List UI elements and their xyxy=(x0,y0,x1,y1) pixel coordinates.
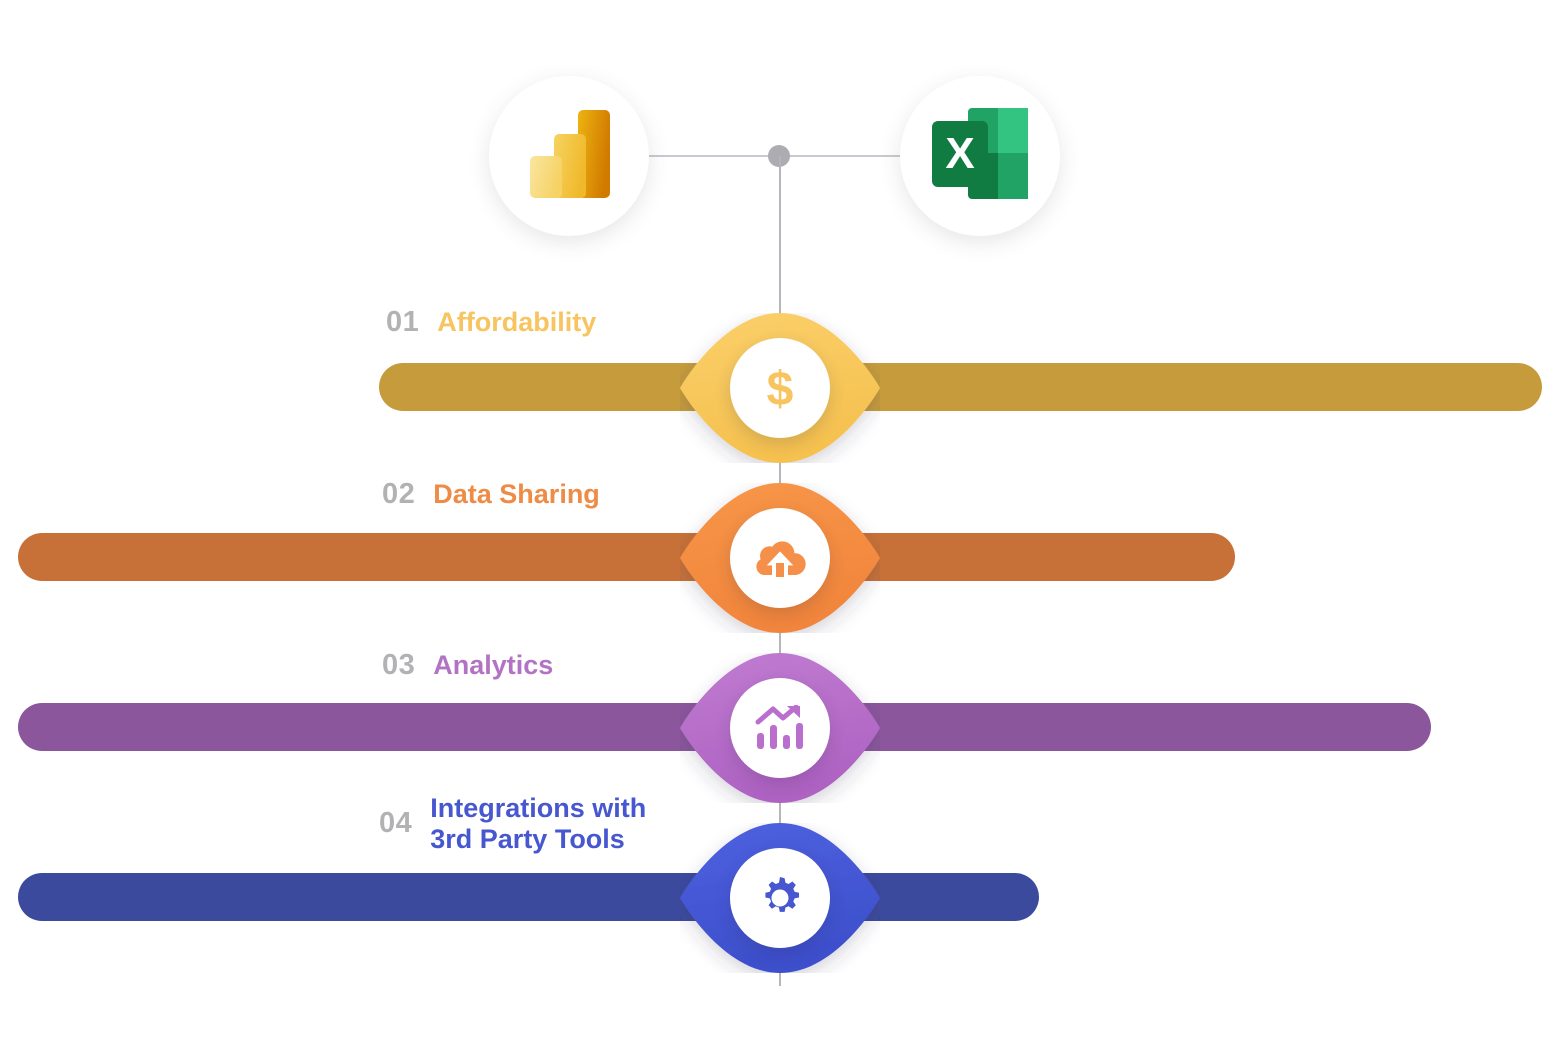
label-data-sharing: 02 Data Sharing xyxy=(382,478,600,511)
badge-circle-affordability: $ xyxy=(730,338,830,438)
label-analytics: 03 Analytics xyxy=(382,649,553,682)
badge-data-sharing[interactable] xyxy=(680,483,880,633)
badge-circle-analytics xyxy=(730,678,830,778)
power-bi-logo xyxy=(526,108,612,205)
svg-text:X: X xyxy=(945,129,974,178)
stem-segment-3 xyxy=(779,792,781,850)
label-integrations: 04 Integrations with 3rd Party Tools xyxy=(379,793,646,855)
stem-segment-1 xyxy=(779,452,781,510)
label-affordability: 01 Affordability xyxy=(386,306,596,339)
label-title-02: Data Sharing xyxy=(433,479,600,510)
bar-integrations xyxy=(18,873,1039,921)
label-title-04: Integrations with 3rd Party Tools xyxy=(430,793,647,854)
stem-segment-4 xyxy=(779,962,781,986)
excel-logo: X xyxy=(930,106,1030,207)
badge-integrations[interactable] xyxy=(680,823,880,973)
badge-analytics[interactable] xyxy=(680,653,880,803)
label-number-01: 01 xyxy=(386,306,420,338)
stem-segment-2 xyxy=(779,622,781,680)
dollar-icon: $ xyxy=(758,362,802,414)
label-number-04: 04 xyxy=(379,807,413,840)
badge-circle-integrations xyxy=(730,848,830,948)
stem-segment-top xyxy=(779,156,781,338)
label-number-03: 03 xyxy=(382,649,416,681)
bar-data-sharing xyxy=(18,533,1235,581)
excel-logo-bubble[interactable]: X xyxy=(900,76,1060,236)
connector-line-right xyxy=(780,155,911,157)
badge-affordability[interactable]: $ xyxy=(680,313,880,463)
bar-affordability xyxy=(379,363,1542,411)
label-number-02: 02 xyxy=(382,478,416,510)
analytics-icon xyxy=(755,705,805,751)
badge-circle-data-sharing xyxy=(730,508,830,608)
svg-text:$: $ xyxy=(767,363,794,414)
gear-icon xyxy=(755,873,805,923)
label-title-01: Affordability xyxy=(437,307,597,338)
cloud-upload-icon xyxy=(753,535,807,581)
label-title-03: Analytics xyxy=(433,650,554,681)
connector-line-left xyxy=(638,155,780,157)
power-bi-logo-bubble[interactable] xyxy=(489,76,649,236)
